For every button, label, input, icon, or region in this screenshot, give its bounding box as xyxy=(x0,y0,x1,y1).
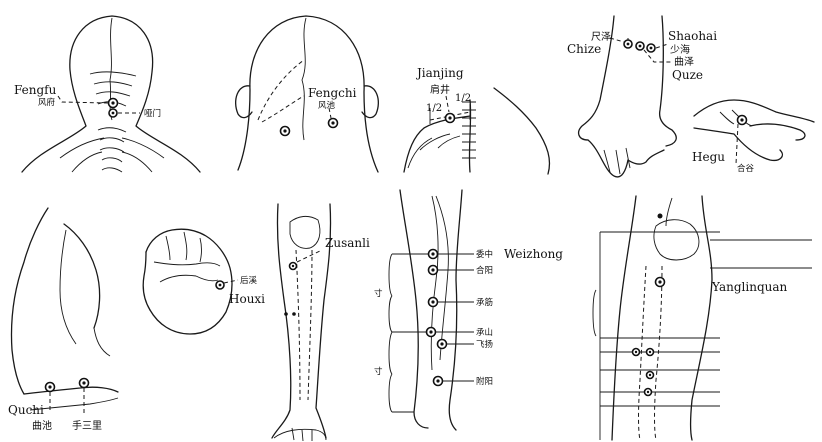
panel-head-back-fengfu: Fengfu 风府 哑门 xyxy=(14,16,200,172)
fengchi-label: Fengchi xyxy=(308,86,357,100)
panel-arm-quchi: Quchi 曲池 手三里 xyxy=(8,208,118,432)
quze-cn-label: 曲泽 xyxy=(674,56,694,68)
panel-head-back-fengchi: Fengchi 风池 xyxy=(236,16,379,172)
panel-shoulder-jianjing: Jianjing 肩井 1/2 1/2 xyxy=(404,66,550,174)
panel-fist-houxi: 后溪 Houxi xyxy=(143,229,265,334)
quze-label: Quze xyxy=(672,68,703,82)
cun-label-a: 寸 xyxy=(374,288,383,299)
fengfu-label: Fengfu xyxy=(14,83,57,97)
panel-hand-hegu: Hegu 合谷 xyxy=(692,100,814,174)
yamen-cn-label: 哑门 xyxy=(144,108,161,119)
zusanli-label: Zusanli xyxy=(325,236,370,250)
chengjin-cn-label: 承筋 xyxy=(476,297,493,308)
heyang-cn-label: 合阳 xyxy=(476,265,493,276)
fuyang-cn-label: 附阳 xyxy=(476,376,493,387)
shousanli-cn-label: 手三里 xyxy=(72,419,102,432)
weizhong-label: Weizhong xyxy=(504,247,563,261)
cun-label-b: 寸 xyxy=(374,366,383,377)
feiyang-cn-label: 飞扬 xyxy=(476,339,493,350)
shaohai-cn-label: 少海 xyxy=(670,43,690,56)
hegu-cn-label: 合谷 xyxy=(737,163,755,174)
half-label-b: 1/2 xyxy=(455,93,471,104)
shaohai-label: Shaohai xyxy=(668,29,717,43)
panel-leg-zusanli: Zusanli xyxy=(272,204,370,441)
yanglinquan-label: Yanglinquan xyxy=(711,280,788,294)
chize-label: Chize xyxy=(567,42,601,56)
weizhong-cn-label: 委中 xyxy=(476,249,493,260)
fengfu-cn-label: 风府 xyxy=(38,97,56,108)
houxi-label: Houxi xyxy=(229,292,265,306)
fengchi-cn-label: 风池 xyxy=(318,100,336,111)
chengshan-cn-label: 承山 xyxy=(476,327,493,338)
panel-leg-yanglinquan: Yanglinquan xyxy=(593,196,812,440)
jianjing-label: Jianjing xyxy=(415,66,464,80)
hegu-label: Hegu xyxy=(692,150,725,164)
half-label-a: 1/2 xyxy=(426,103,442,114)
jianjing-cn-label: 肩井 xyxy=(430,83,450,96)
quchi-label: Quchi xyxy=(8,403,44,417)
panel-leg-weizhong: 委中 Weizhong 合阳 承筋 承山 飞扬 附阳 寸 寸 xyxy=(374,190,563,430)
quchi-cn-label: 曲池 xyxy=(32,419,52,432)
houxi-cn-label: 后溪 xyxy=(240,275,258,286)
